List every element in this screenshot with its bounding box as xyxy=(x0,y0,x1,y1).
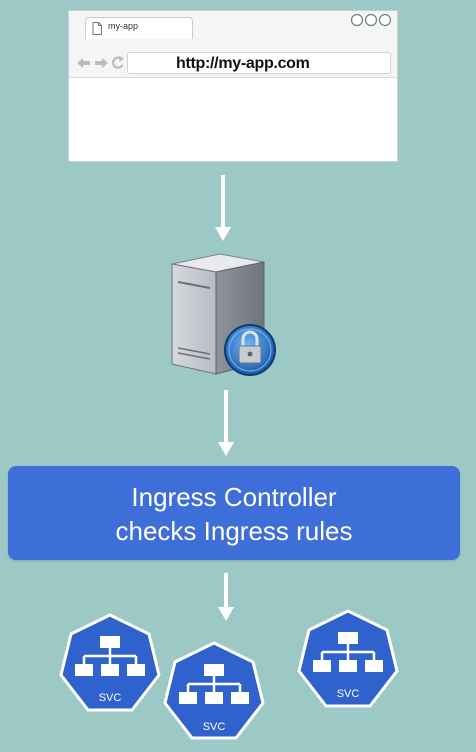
down-arrow-icon xyxy=(218,573,234,621)
browser-tab-strip: my-app xyxy=(69,11,397,50)
lock-icon xyxy=(224,324,276,376)
service-node: SVC xyxy=(296,608,400,716)
service-node: SVC xyxy=(58,612,162,720)
service-label: SVC xyxy=(98,692,122,704)
down-arrow-icon xyxy=(218,390,234,456)
server-icon xyxy=(171,253,276,376)
navigation-icons xyxy=(77,56,124,69)
down-arrow-icon xyxy=(215,175,231,241)
browser-window: my-app http://my-app.com xyxy=(68,10,398,162)
address-row: http://my-app.com xyxy=(69,49,397,78)
service-label: SVC xyxy=(202,721,226,733)
address-bar[interactable]: http://my-app.com xyxy=(127,52,391,74)
forward-icon[interactable] xyxy=(95,58,108,68)
service-node: SVC xyxy=(162,640,266,748)
service-label: SVC xyxy=(336,688,360,700)
page-icon xyxy=(92,22,102,35)
ingress-title: Ingress Controller xyxy=(131,482,337,512)
url-text: http://my-app.com xyxy=(176,55,310,72)
tab-label: my-app xyxy=(108,21,139,31)
ingress-subtitle: checks Ingress rules xyxy=(115,516,353,546)
browser-tab[interactable]: my-app xyxy=(85,17,193,39)
reload-icon[interactable] xyxy=(112,56,124,69)
window-controls-icon[interactable] xyxy=(350,13,394,27)
network-tree-icon xyxy=(163,641,265,740)
ingress-controller-box: Ingress Controller checks Ingress rules xyxy=(8,466,460,560)
back-icon[interactable] xyxy=(77,58,90,68)
network-tree-icon xyxy=(59,613,161,712)
network-tree-icon xyxy=(297,609,399,708)
